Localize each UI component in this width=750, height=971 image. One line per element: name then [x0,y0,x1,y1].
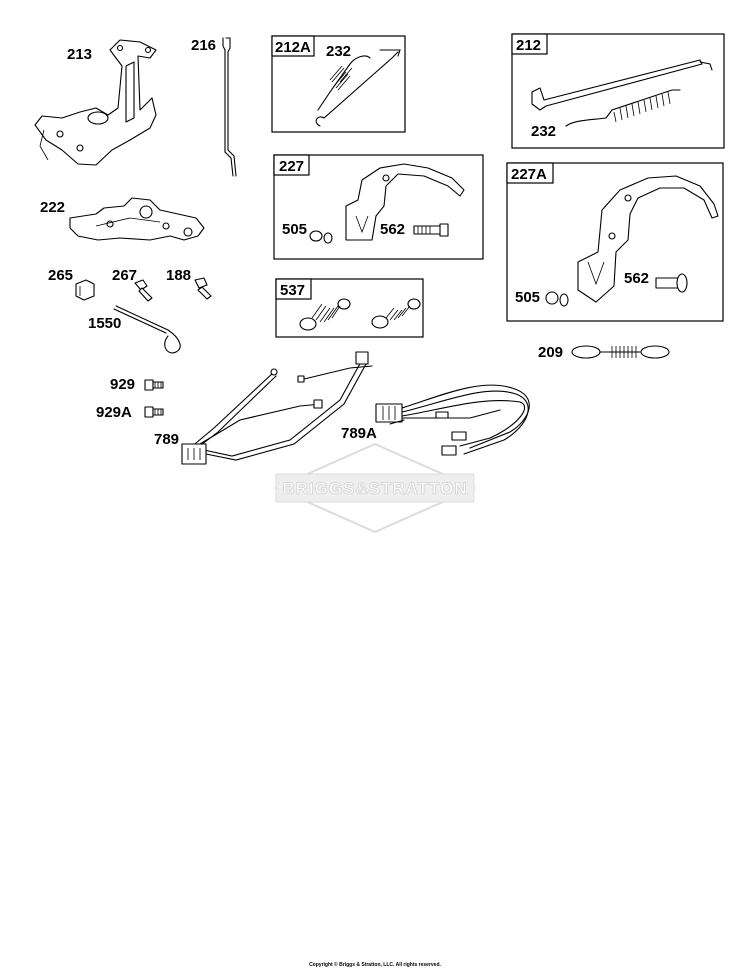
box-537-spring-b [371,298,421,329]
box-212a-spring-and-rod [315,49,401,127]
callout-188: 188 [166,267,191,284]
part-222-control-assembly [69,197,205,241]
part-188-screw [194,277,212,300]
part-265-clip [75,279,95,301]
box-227-bracket [345,163,465,241]
box-537-spring-a [299,298,351,331]
box-227a-tag: 227A [511,166,547,183]
callout-209: 209 [538,344,563,361]
box-227a-bolt-label: 562 [624,270,649,287]
box-227-tag: 227 [279,158,304,175]
box-227a-nut-label: 505 [515,289,540,306]
box-212-spring-label: 232 [531,123,556,140]
callout-929a: 929A [96,404,132,421]
briggs-stratton-watermark: BRIGGS&STRATTON [273,442,477,534]
callout-789: 789 [154,431,179,448]
part-267-screw [134,279,153,302]
box-227a-nut [545,291,569,307]
callout-213: 213 [67,46,92,63]
copyright-notice: Copyright © Briggs & Stratton, LLC. All … [309,962,441,968]
part-789a-wire-harness [375,384,530,456]
part-789-wire-harness [181,351,373,465]
box-212a-spring-label: 232 [326,43,351,60]
box-212-tag: 212 [516,37,541,54]
box-537: 537 [275,278,424,338]
watermark-text: BRIGGS&STRATTON [282,479,467,498]
callout-929: 929 [110,376,135,393]
box-227-nut [309,230,333,244]
box-537-tag: 537 [280,282,305,299]
box-227a-bolt [655,273,688,293]
callout-265: 265 [48,267,73,284]
part-929-screw [144,379,164,391]
box-212: 212 232 [511,33,725,149]
box-227a-bracket [577,175,719,303]
box-227-nut-label: 505 [282,221,307,238]
part-209-extension-spring [571,345,670,359]
box-227: 227 505 562 [273,154,484,260]
box-227a: 227A 505 562 [506,162,724,322]
part-929a-screw [144,406,164,418]
callout-789a: 789A [341,425,377,442]
callout-222: 222 [40,199,65,216]
box-227-bolt [413,223,449,237]
box-212-rod-and-spring [531,59,713,127]
callout-1550: 1550 [88,315,121,332]
box-212a-tag: 212A [275,39,311,56]
part-1550-wire-spring [113,305,181,354]
box-212a: 212A 232 [271,35,406,133]
part-213-control-bracket [34,39,157,166]
callout-216: 216 [191,37,216,54]
callout-267: 267 [112,267,137,284]
part-216-governor-rod [222,37,237,177]
box-227-bolt-label: 562 [380,221,405,238]
